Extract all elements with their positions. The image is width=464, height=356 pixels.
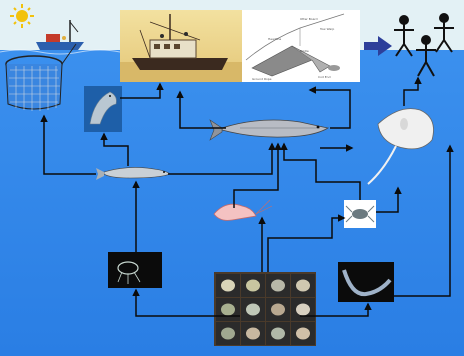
sun-icon bbox=[10, 4, 34, 28]
gear-label: Tow Warp bbox=[319, 27, 334, 31]
plankton-organism bbox=[246, 327, 260, 340]
arrow-small-fish-to-dolphin bbox=[100, 132, 129, 166]
plankton-organism bbox=[271, 303, 285, 316]
worm-photo bbox=[338, 262, 394, 302]
gear-label-list: Otter Board Ground Rope Tow Warp Headlin… bbox=[252, 17, 334, 81]
plankton-organism bbox=[296, 279, 310, 292]
arrow-small-fish-to-large-fish bbox=[168, 142, 276, 175]
gear-label: Otter Board bbox=[300, 17, 318, 21]
gear-label: Ground Rope bbox=[252, 77, 272, 81]
arrow-stingray-to-people bbox=[403, 76, 422, 106]
arrow-dolphin-to-trawler bbox=[120, 82, 164, 99]
people-icons bbox=[394, 13, 454, 77]
stingray-photo bbox=[367, 108, 434, 185]
plankton-organism bbox=[221, 303, 235, 316]
arrow-plankton-to-jellyfish bbox=[132, 288, 240, 317]
large-fish-photo bbox=[209, 119, 330, 141]
small-fish-photo bbox=[96, 167, 171, 180]
plankton-organism bbox=[296, 303, 310, 316]
food-web-arrows bbox=[40, 76, 454, 317]
arrow-plankton-to-worm bbox=[300, 302, 372, 317]
arrow-large-fish-to-gear bbox=[308, 86, 351, 129]
plankton-organism bbox=[271, 327, 285, 340]
jellyfish-photo bbox=[108, 252, 162, 288]
arrow-plankton-to-crab bbox=[267, 214, 346, 272]
gear-label: Bridle bbox=[300, 49, 309, 53]
plankton-organism bbox=[271, 279, 285, 292]
plankton-organism bbox=[221, 279, 235, 292]
plankton-organism bbox=[221, 327, 235, 340]
gear-label: Headline bbox=[268, 37, 281, 41]
arrow-worm-to-stingray bbox=[394, 144, 454, 297]
arrow-small-fish-to-net bbox=[40, 114, 96, 175]
arrow-large-fish-to-trawler bbox=[176, 90, 226, 129]
plankton-organism bbox=[296, 327, 310, 340]
gear-label: Cod End bbox=[318, 75, 331, 79]
net-pen-icon bbox=[5, 43, 77, 111]
right-arrow-icon bbox=[364, 36, 392, 56]
plankton-cells bbox=[216, 274, 315, 345]
fishing-boat-icon bbox=[36, 20, 84, 50]
crab-photo bbox=[344, 200, 376, 228]
fishing-gear-drawing: Otter Board Ground Rope Tow Warp Headlin… bbox=[242, 10, 360, 82]
shrimp-photo bbox=[213, 199, 273, 221]
plankton-organism bbox=[246, 279, 260, 292]
arrow-shrimp-to-large-fish bbox=[233, 142, 282, 208]
plankton-organism bbox=[246, 303, 260, 316]
arrow-crab-to-large-fish bbox=[280, 142, 361, 200]
dolphin-photo bbox=[84, 86, 122, 132]
arrow-crab-to-stingray bbox=[376, 186, 402, 213]
trawler-photo bbox=[120, 10, 242, 82]
